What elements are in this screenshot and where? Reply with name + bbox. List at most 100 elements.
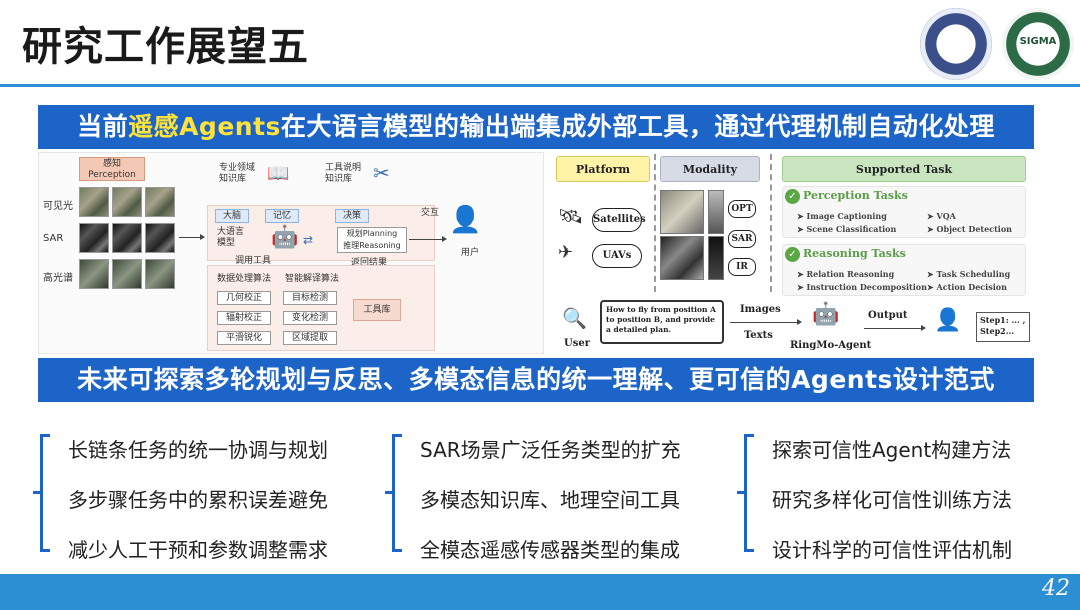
memory-box: 记忆 [265, 209, 299, 223]
query-box: How to fly from position A to position B… [600, 300, 724, 344]
modality-header: Modality [660, 156, 760, 182]
steps-box: Step1: ... , Step2... [976, 312, 1030, 342]
row-label-sar: SAR [43, 233, 64, 244]
divider [770, 154, 772, 292]
user-label: User [564, 338, 590, 349]
hyperspectral-image [145, 259, 175, 289]
platform-header: Platform [556, 156, 650, 182]
hyperspectral-image [79, 259, 109, 289]
interact-label: 交互 [421, 208, 440, 218]
toolbox-box: 工具库 [353, 299, 401, 321]
opt-tag: OPT [728, 200, 756, 218]
column-multimodal: SAR场景广泛任务类型的扩充 多模态知识库、地理空间工具 全模态遥感传感器类型的… [385, 424, 732, 562]
supported-task-header: Supported Task [782, 156, 1026, 182]
arrow [409, 236, 447, 242]
perception-header: 感知 Perception [79, 157, 145, 181]
ringmo-agent-figure: Platform Modality Supported Task 🛰 Satel… [548, 152, 1034, 354]
sar-image [145, 223, 175, 253]
header-divider [0, 84, 1080, 87]
footer-bar: 42 [0, 574, 1080, 610]
algo-region-extraction: 区域提取 [283, 331, 337, 345]
task-item: ➤ Instruction Decomposition [797, 282, 927, 292]
robot-icon: 🤖 [812, 302, 840, 327]
reasoning-tasks-box: ✓ Reasoning Tasks ➤ Relation Reasoning ➤… [782, 244, 1026, 296]
reasoning-tasks-title: Reasoning Tasks [803, 247, 906, 260]
call-tools-label: 调用工具 [235, 256, 272, 266]
knowledge-base-label: 专业领域 知识库 [219, 163, 256, 184]
page-number: 42 [1042, 576, 1070, 601]
row-label-visible: 可见光 [43, 201, 73, 212]
arrow [864, 325, 926, 331]
task-item: ➤ Action Decision [927, 282, 1007, 292]
user-search-icon: 🔍 [562, 306, 587, 330]
agent-label: RingMo-Agent [790, 340, 872, 351]
task-item: ➤ VQA [927, 211, 956, 221]
check-icon: ✓ [785, 189, 800, 204]
algo-object-detection: 目标检测 [283, 291, 337, 305]
sar-tag: SAR [728, 230, 756, 248]
arrow [179, 234, 205, 240]
sar-image [112, 223, 142, 253]
arrow [730, 319, 802, 325]
satellite-icon: 🛰 [558, 204, 584, 228]
user-label: 用户 [461, 248, 480, 258]
task-item: ➤ Image Captioning [797, 211, 887, 221]
return-result-label: 返回结果 [351, 258, 388, 268]
check-icon: ✓ [785, 247, 800, 262]
bracket-tick [737, 491, 745, 494]
sar-image [660, 236, 704, 280]
banner-prefix: 当前 [77, 112, 129, 141]
university-seal-logo [920, 8, 992, 80]
decision-box: 决策 [335, 209, 369, 223]
banner-highlight: 遥感Agents [128, 112, 281, 141]
user-check-icon: 👤 [934, 308, 962, 333]
list-item: 减少人工干预和参数调整需求 [68, 538, 328, 562]
algo-smoothing-sharpening: 平滑锐化 [217, 331, 271, 345]
bracket-tick [385, 491, 393, 494]
interp-algo-label: 智能解译算法 [285, 274, 340, 284]
task-item: ➤ Object Detection [927, 224, 1012, 234]
column-trustworthy: 探索可信性Agent构建方法 研究多样化可信性训练方法 设计科学的可信性评估机制 [737, 424, 1064, 562]
banner-current: 当前遥感Agents在大语言模型的输出端集成外部工具，通过代理机制自动化处理 [38, 105, 1034, 149]
user-icon: 👤 [449, 205, 482, 235]
book-icon: 📖 [267, 163, 290, 184]
visible-image [145, 187, 175, 217]
optical-image [660, 190, 704, 234]
perception-tasks-title: Perception Tasks [803, 189, 908, 202]
task-item: ➤ Task Scheduling [927, 269, 1011, 279]
task-item: ➤ Relation Reasoning [797, 269, 895, 279]
visible-image [112, 187, 142, 217]
llm-label: 大语言 模型 [217, 227, 245, 248]
row-label-hyperspectral: 高光谱 [43, 273, 73, 284]
planning-box: 规划Planning 推理Reasoning [337, 227, 407, 253]
algo-radiometric-correction: 辐射校正 [217, 311, 271, 325]
bracket-tick [33, 491, 41, 494]
list-item: SAR场景广泛任务类型的扩充 [420, 438, 681, 462]
hyperspectral-image [112, 259, 142, 289]
output-label: Output [868, 310, 908, 321]
list-item: 设计科学的可信性评估机制 [772, 538, 1012, 562]
bracket-icon [40, 434, 50, 552]
tools-icon: ✂ [373, 161, 390, 185]
drone-icon: ✈ [558, 242, 574, 263]
algo-geometric-correction: 几何校正 [217, 291, 271, 305]
list-item: 全模态遥感传感器类型的集成 [420, 538, 680, 562]
list-item: 长链条任务的统一协调与规划 [68, 438, 328, 462]
agent-architecture-figure: 感知 Perception 可见光 SAR 高光谱 专业领域 知识库 📖 工具说… [38, 152, 544, 354]
list-item: 多步骤任务中的累积误差避免 [68, 488, 328, 512]
list-item: 多模态知识库、地理空间工具 [420, 488, 680, 512]
column-planning: 长链条任务的统一协调与规划 多步骤任务中的累积误差避免 减少人工干预和参数调整需… [33, 424, 380, 562]
robot-icon: 🤖 [271, 225, 299, 250]
list-item: 探索可信性Agent构建方法 [772, 438, 1012, 462]
link-icon: ⇄ [303, 233, 314, 247]
divider [654, 154, 656, 292]
banner-suffix: 在大语言模型的输出端集成外部工具，通过代理机制自动化处理 [280, 112, 995, 141]
uavs-pill: UAVs [592, 244, 642, 268]
texts-label: Texts [744, 330, 773, 341]
data-algo-label: 数据处理算法 [217, 274, 272, 284]
sigma-lab-logo: SIGMA [1002, 8, 1074, 80]
visible-image [79, 187, 109, 217]
satellites-pill: Satellites [592, 208, 646, 232]
perception-tasks-box: ✓ Perception Tasks ➤ Image Captioning ➤ … [782, 186, 1026, 238]
ir-image [708, 236, 724, 280]
